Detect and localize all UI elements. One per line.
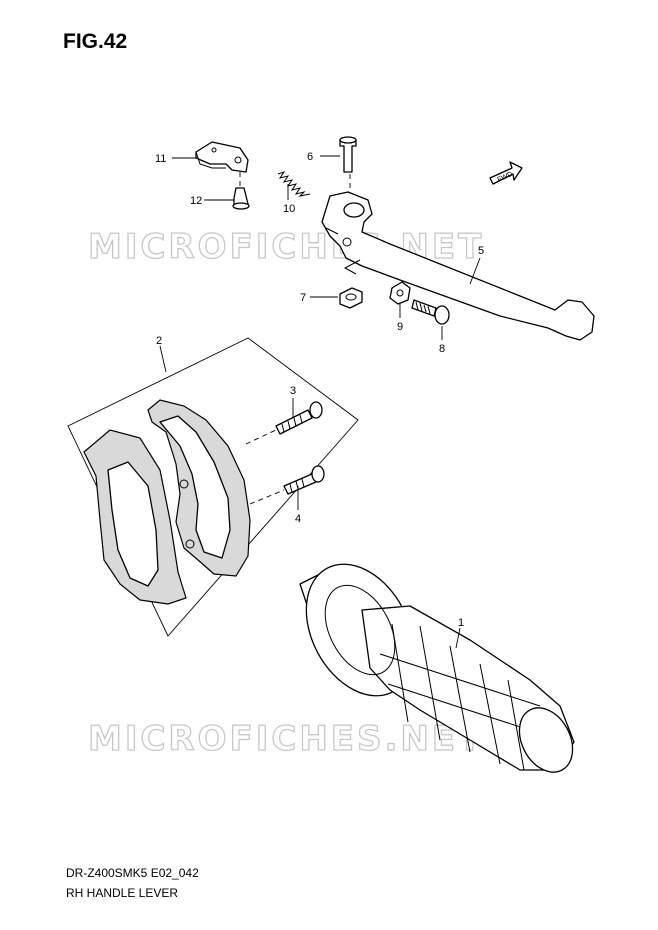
callout-10: 10 [283,203,295,215]
callout-8: 8 [439,343,445,355]
callout-11: 11 [155,153,166,165]
pivot-bolt-icon [339,136,357,200]
callout-9: 9 [397,321,403,333]
fwd-label: FWD [496,171,513,184]
watermark-lower: MICROFICHES.NET [88,719,484,759]
leader-lines [159,155,481,649]
nut-icon-7 [339,287,363,309]
nut-icon-9 [389,281,411,305]
callout-7: 7 [300,292,306,304]
bolt-icon-8 [411,299,450,325]
callout-4: 4 [295,513,301,525]
diagram-code: DR-Z400SMK5 E02_042 [66,866,199,880]
callout-3: 3 [290,385,296,397]
callout-2: 2 [156,335,162,347]
screw-icon-3 [245,401,323,445]
diagram-name: RH HANDLE LEVER [66,886,179,900]
figure-title: FIG.42 [63,30,128,53]
spring-icon [277,171,311,197]
bracket-set-icon [67,337,359,637]
handle-grip-icon [299,563,575,773]
callout-5: 5 [478,245,484,257]
brake-lever-icon [321,191,595,341]
switch-icon [195,141,249,173]
callout-12: 12 [190,195,202,207]
screw-icon-4 [249,465,325,505]
callout-1: 1 [458,617,464,629]
callout-6: 6 [307,151,313,163]
fwd-arrow-icon: FWD [489,161,523,185]
screw-icon-12 [232,172,250,210]
